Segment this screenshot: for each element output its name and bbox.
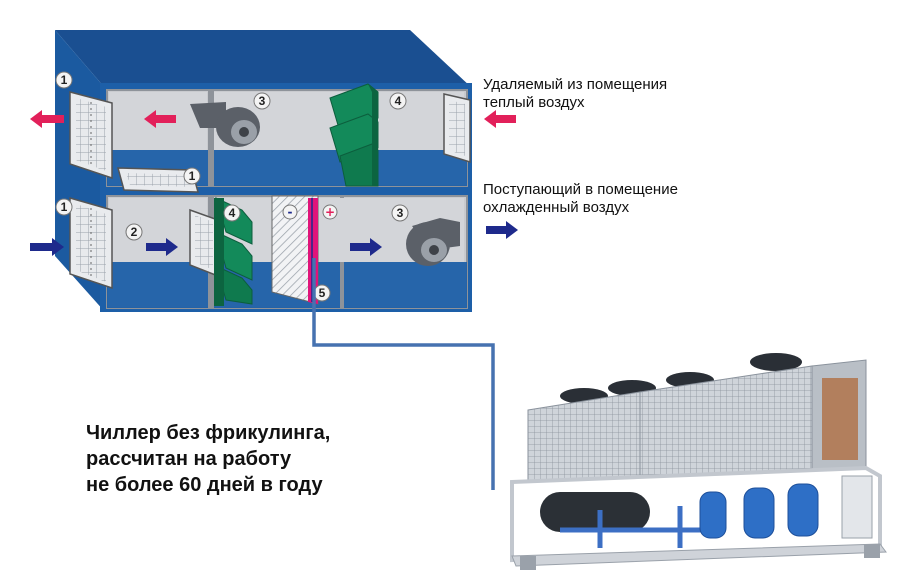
marker-filter-lower: 1 xyxy=(55,198,73,216)
exhaust-air-label: Удаляемый из помещения теплый воздух xyxy=(483,76,723,112)
marker-fan-upper: 3 xyxy=(253,92,271,110)
svg-text:4: 4 xyxy=(229,206,236,220)
marker-filter-upper: 1 xyxy=(55,71,73,89)
filter-bypass-icon xyxy=(117,167,199,193)
chiller-caption-line1: Чиллер без фрикулинга, xyxy=(86,422,331,444)
fan-lower-icon xyxy=(406,218,460,266)
chiller-caption-line2: рассчитан на работу xyxy=(86,448,292,470)
svg-text:5: 5 xyxy=(319,286,326,300)
fan-upper-icon xyxy=(190,102,260,147)
supply-air-label: Поступающий в помещение охлажденный возд… xyxy=(483,181,743,217)
svg-text:3: 3 xyxy=(397,206,404,220)
filter-upper-icon xyxy=(69,91,113,180)
arrow-exhaust-in-icon xyxy=(484,110,516,128)
marker-recuperator-upper: 4 xyxy=(389,92,407,110)
svg-text:2: 2 xyxy=(131,225,138,239)
svg-text:-: - xyxy=(288,205,293,219)
marker-filter-bypass: 1 xyxy=(183,167,201,185)
filter-exhaust-inlet-icon xyxy=(443,93,471,164)
marker-fan-lower: 3 xyxy=(391,204,409,222)
marker-plus: + xyxy=(322,204,338,220)
arrow-exhaust-out-icon xyxy=(30,110,64,128)
marker-recuperator-lower: 4 xyxy=(223,204,241,222)
chiller-icon xyxy=(510,353,887,570)
supply-air-label-line2: охлажденный воздух xyxy=(483,199,630,216)
arrow-supply-in-icon xyxy=(30,238,64,256)
svg-text:4: 4 xyxy=(395,94,402,108)
filter-lower-icon xyxy=(69,197,113,290)
heat-exchanger-upper-icon xyxy=(329,83,379,187)
svg-text:3: 3 xyxy=(259,94,266,108)
marker-cooler: 5 xyxy=(313,284,331,302)
chiller-pipe xyxy=(312,258,495,490)
svg-text:1: 1 xyxy=(189,169,196,183)
svg-text:1: 1 xyxy=(61,73,68,87)
supply-air-label-line1: Поступающий в помещение xyxy=(483,181,678,198)
chiller-caption: Чиллер без фрикулинга, рассчитан на рабо… xyxy=(86,420,330,498)
svg-text:1: 1 xyxy=(61,200,68,214)
svg-text:+: + xyxy=(325,205,335,219)
exhaust-air-label-line2: теплый воздух xyxy=(483,94,585,111)
arrow-supply-out-icon xyxy=(486,221,518,239)
arrow-supply-coil-icon xyxy=(350,238,382,256)
air-handling-unit xyxy=(55,30,472,312)
chiller-caption-line3: не более 60 дней в году xyxy=(86,474,323,496)
marker-minus: - xyxy=(282,204,298,220)
exhaust-air-label-line1: Удаляемый из помещения xyxy=(483,76,668,93)
filter-mixing-icon xyxy=(189,208,219,278)
arrow-exhaust-mid-icon xyxy=(144,110,176,128)
marker-mixer: 2 xyxy=(125,223,143,241)
arrow-supply-mid-icon xyxy=(146,238,178,256)
